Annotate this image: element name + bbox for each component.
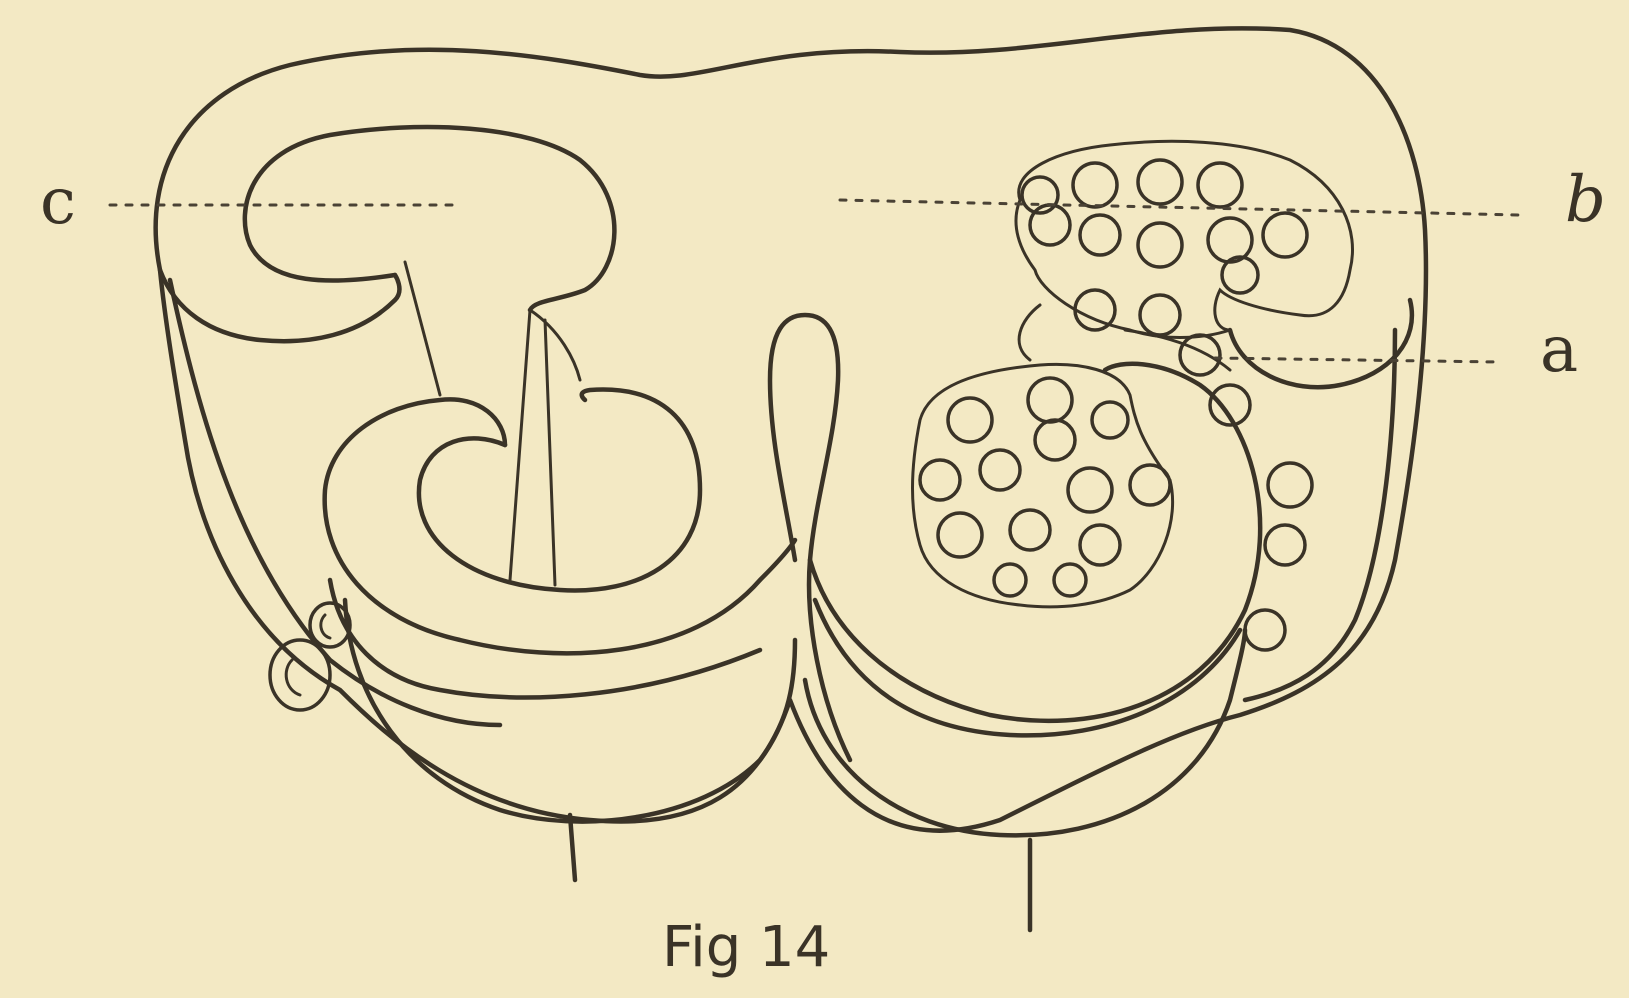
follicle bbox=[1028, 378, 1072, 422]
follicle bbox=[920, 460, 960, 500]
right-lower-band bbox=[815, 600, 1240, 735]
follicle bbox=[1198, 163, 1242, 207]
stalk-line-3 bbox=[545, 320, 555, 585]
left-spiral-outer bbox=[325, 399, 795, 653]
follicle bbox=[938, 513, 982, 557]
left-external-bulbs bbox=[270, 603, 350, 710]
follicle bbox=[1075, 290, 1115, 330]
follicle bbox=[1080, 215, 1120, 255]
stalk-line-4 bbox=[530, 310, 580, 380]
follicle bbox=[1268, 463, 1312, 507]
follicle bbox=[1138, 160, 1182, 204]
follicle bbox=[1180, 335, 1220, 375]
left-lower-band bbox=[330, 580, 760, 697]
follicle bbox=[994, 564, 1026, 596]
left-lower-rim bbox=[170, 280, 500, 725]
follicle bbox=[1010, 510, 1050, 550]
label-a: a bbox=[1540, 318, 1578, 382]
follicle bbox=[1138, 223, 1182, 267]
left-spiral-inner bbox=[419, 390, 700, 591]
lower-follicle-cluster-outline bbox=[913, 364, 1173, 606]
stalk-line-1 bbox=[405, 262, 440, 395]
follicle bbox=[1265, 525, 1305, 565]
follicle bbox=[1054, 564, 1086, 596]
follicle bbox=[1035, 420, 1075, 460]
left-bottom-lobe bbox=[345, 600, 795, 822]
right-bottom-lobe bbox=[805, 630, 1245, 835]
stalk-line-2 bbox=[510, 310, 530, 580]
leader-line-b bbox=[840, 200, 1520, 215]
follicle bbox=[1068, 468, 1112, 512]
follicle bbox=[1080, 525, 1120, 565]
follicle bbox=[1263, 213, 1307, 257]
label-b: b bbox=[1565, 168, 1606, 232]
left-c-lobe bbox=[245, 127, 615, 310]
label-c: c bbox=[40, 170, 76, 234]
follicle bbox=[1130, 465, 1170, 505]
upper-follicle-cluster-outline bbox=[1016, 141, 1353, 337]
follicle bbox=[948, 398, 992, 442]
follicle bbox=[1140, 295, 1180, 335]
figure-caption: Fig 14 bbox=[662, 920, 830, 976]
follicle bbox=[980, 450, 1020, 490]
follicle bbox=[1073, 163, 1117, 207]
follicle bbox=[1222, 257, 1258, 293]
left-stem bbox=[570, 815, 575, 880]
follicle bbox=[1092, 402, 1128, 438]
follicle bbox=[1208, 218, 1252, 262]
follicle bbox=[1245, 610, 1285, 650]
leader-line-a bbox=[1215, 358, 1500, 362]
